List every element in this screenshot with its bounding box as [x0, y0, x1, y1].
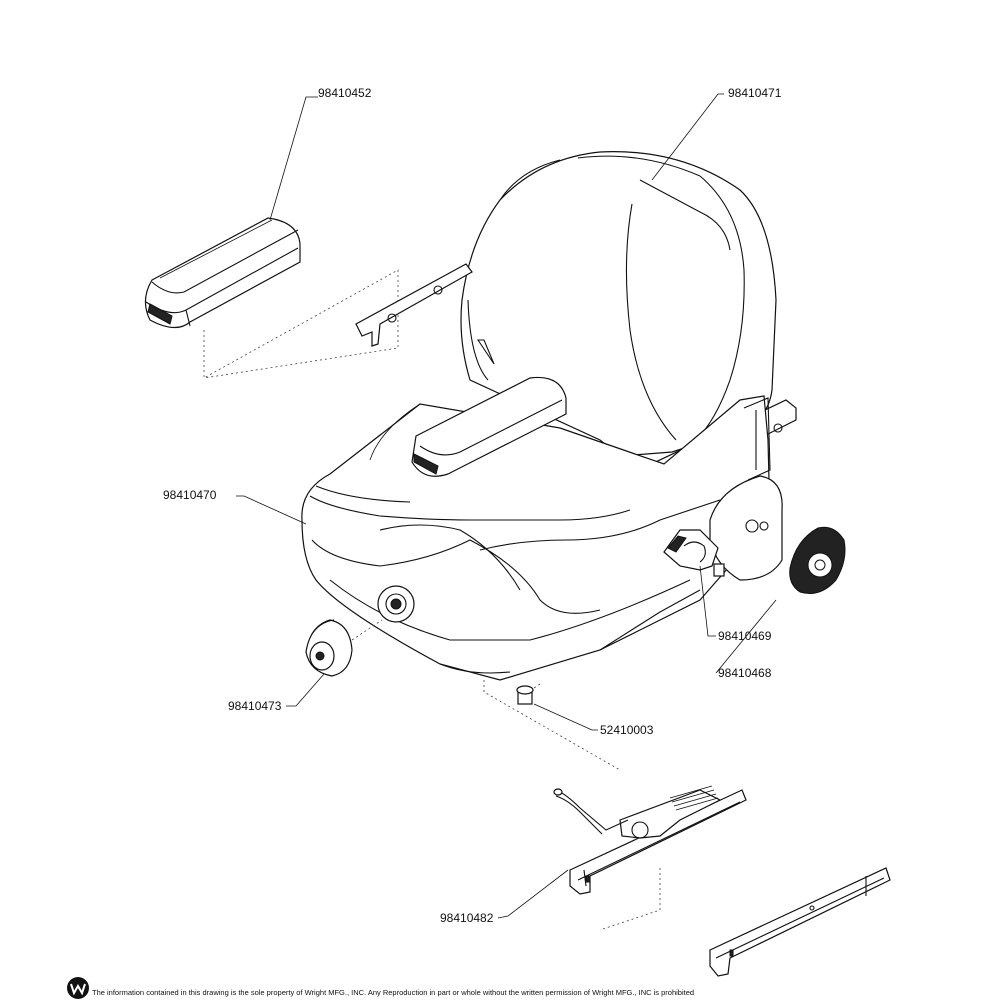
- second-rail-part: [709, 867, 891, 977]
- callout-52410003: 52410003: [600, 723, 654, 737]
- callout-98410471: 98410471: [728, 86, 782, 100]
- callout-98410482: 98410482: [440, 911, 494, 925]
- callout-98410452: 98410452: [318, 86, 372, 100]
- wright-logo-icon: [67, 977, 89, 999]
- pin-part: [516, 685, 534, 705]
- cushion-knob-boss: [377, 585, 415, 623]
- seat-side-mechanism: [709, 397, 783, 581]
- knob-left-part: [305, 619, 353, 677]
- knob-right-part: [789, 526, 846, 594]
- callout-98410470: 98410470: [163, 488, 217, 502]
- leader-lines: [236, 93, 777, 919]
- callout-98410473: 98410473: [228, 699, 282, 713]
- callout-98410468: 98410468: [718, 666, 772, 680]
- callout-labels: 98410452 98410471 98410470 98410469 9841…: [163, 86, 782, 925]
- armrest-left-part: [144, 217, 301, 329]
- recline-lever-part: [663, 529, 725, 577]
- slide-rail-part: [553, 785, 747, 895]
- left-armrest-bracket: [355, 263, 473, 347]
- seat-cushion-part: [301, 376, 771, 681]
- callout-98410469: 98410469: [718, 629, 772, 643]
- legal-notice: The information contained in this drawin…: [92, 988, 695, 997]
